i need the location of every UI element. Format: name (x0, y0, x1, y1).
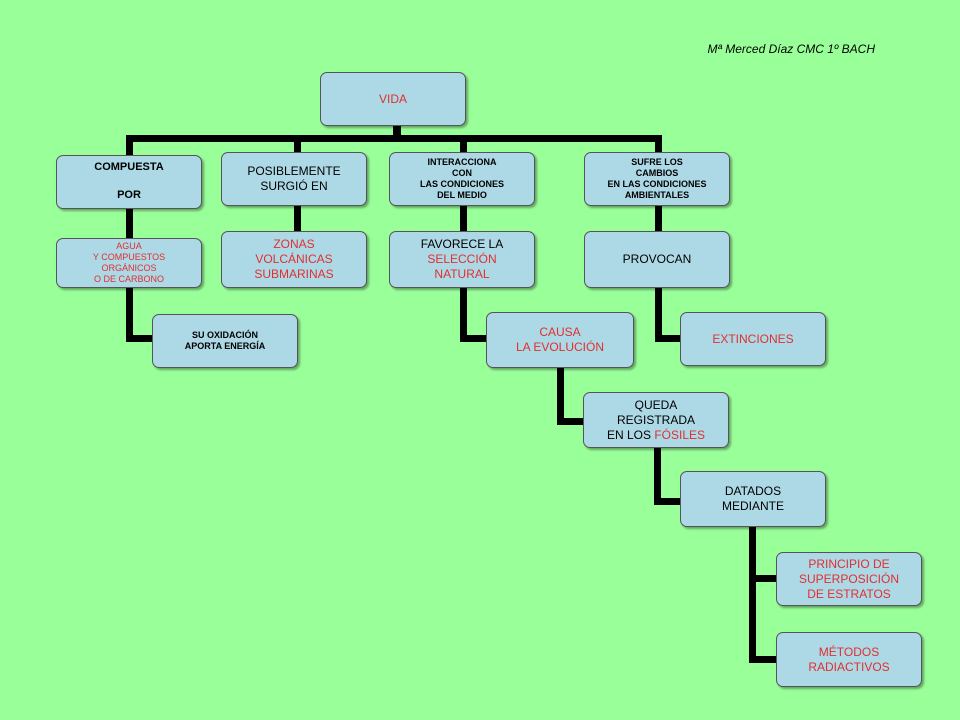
connector-line (126, 135, 133, 160)
connector-line (460, 335, 490, 342)
node-zonas-volcanicas: ZONAS VOLCÁNICAS SUBMARINAS (221, 231, 367, 288)
node-metodos-radiactivos: MÉTODOS RADIACTIVOS (776, 632, 922, 687)
connector-line (460, 135, 467, 155)
connector-line (294, 135, 301, 155)
connector-line (655, 335, 683, 342)
connector-line (557, 365, 564, 425)
node-queda-registrada: QUEDA REGISTRADA EN LOS FÓSILES (583, 392, 729, 448)
connector-line (654, 445, 661, 505)
connector-line (654, 498, 682, 505)
connector-line (655, 285, 662, 342)
connector-line (655, 135, 662, 155)
connector-line (749, 575, 779, 582)
node-datados: DATADOS MEDIANTE (680, 471, 826, 527)
node-extinciones: EXTINCIONES (680, 312, 826, 366)
node-sufre-cambios: SUFRE LOS CAMBIOS EN LAS CONDICIONES AMB… (584, 152, 730, 206)
connector-line (749, 656, 779, 663)
node-compuesta-por: COMPUESTA POR (56, 155, 202, 209)
connector-line (557, 418, 585, 425)
node-provocan: PROVOCAN (584, 231, 730, 288)
connector-line (126, 200, 133, 245)
connector-line (393, 125, 401, 139)
node-agua: AGUA Y COMPUESTOS ORGÁNICOS O DE CARBONO (56, 238, 202, 288)
author-credit: Mª Merced Díaz CMC 1º BACH (707, 42, 875, 56)
connector-line (126, 135, 662, 142)
connector-line (460, 205, 467, 235)
node-causa-evolucion: CAUSA LA EVOLUCIÓN (486, 312, 634, 368)
connector-line (126, 285, 133, 342)
node-oxidacion: SU OXIDACIÓN APORTA ENERGÍA (152, 314, 298, 368)
connector-line (655, 205, 662, 235)
node-interacciona: INTERACCIONA CON LAS CONDICIONES DEL MED… (389, 152, 535, 206)
node-vida: VIDA (320, 72, 466, 126)
connector-line (294, 205, 301, 235)
connector-line (749, 525, 756, 663)
connector-line (126, 335, 156, 342)
node-principio-superposicion: PRINCIPIO DE SUPERPOSICIÓN DE ESTRATOS (776, 552, 922, 606)
node-surgio: POSIBLEMENTE SURGIÓ EN (221, 152, 367, 206)
connector-line (460, 285, 467, 342)
